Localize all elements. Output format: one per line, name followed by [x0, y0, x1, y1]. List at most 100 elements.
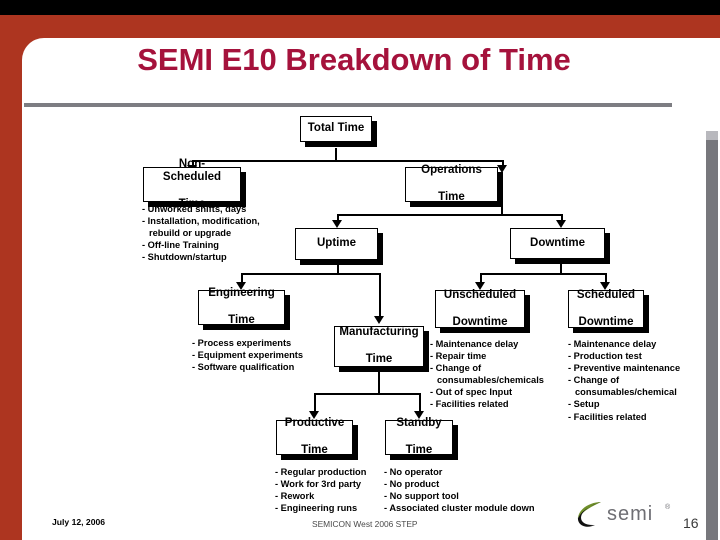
connector-to-manufacturing: [379, 273, 381, 318]
connector-to-productive: [314, 393, 316, 413]
node-unscheduled-downtime-line1: Unscheduled: [443, 288, 517, 301]
node-scheduled-downtime-line1: Scheduled: [576, 288, 636, 301]
arrow-unscheduled: [475, 282, 485, 290]
bullets-scheduled-downtime: - Maintenance delay - Production test - …: [568, 338, 680, 423]
node-total-time-line1: Total Time: [307, 122, 365, 135]
bullet-item: rebuild or upgrade: [149, 228, 232, 239]
connector-to-standby: [419, 393, 421, 413]
bullet-item: - Engineering runs: [275, 503, 358, 514]
top-black-band: [0, 0, 720, 15]
arrow-uptime: [332, 220, 342, 228]
semi-logo: semi ®: [575, 500, 673, 530]
node-productive-time-line2: Time: [301, 444, 328, 457]
node-engineering-time-line1: Engineering: [208, 287, 275, 300]
bullets-non-scheduled-time: - Unworked shifts, days - Installation, …: [142, 203, 260, 263]
semi-logo-mark: [577, 502, 601, 527]
node-total-time[interactable]: Total Time: [300, 116, 372, 142]
footer-center-text: SEMICON West 2006 STEP: [312, 519, 418, 529]
bullet-item: - Out of spec Input: [430, 387, 513, 398]
bullet-item: - Associated cluster module down: [384, 503, 535, 514]
arrow-downtime: [556, 220, 566, 228]
bullet-item: - Maintenance delay: [568, 339, 657, 349]
connector-to-unscheduled: [480, 273, 482, 284]
bullet-item: - No product: [384, 479, 440, 490]
connector-manufacturing-split: [315, 393, 420, 395]
node-standby-time-line2: Time: [405, 444, 433, 457]
node-manufacturing-time-line2: Time: [365, 353, 393, 366]
connector-to-operations: [502, 160, 504, 168]
connector-to-nonsched: [192, 160, 194, 168]
node-downtime[interactable]: Downtime: [510, 228, 605, 259]
bullet-item: - Installation, modification,: [142, 216, 260, 227]
bullet-item: - Production test: [568, 351, 642, 362]
arrow-manufacturing: [374, 316, 384, 324]
page-number: 16: [683, 515, 699, 531]
connector-to-uptime: [337, 214, 339, 223]
node-non-scheduled-time-line1: Non-Scheduled: [162, 157, 222, 184]
connector-to-downtime: [561, 214, 563, 223]
bullet-item: - Preventive maintenance: [568, 363, 681, 374]
node-standby-time[interactable]: Standby Time: [385, 417, 453, 457]
arrow-engineering: [236, 282, 246, 290]
connector-downtime-down: [560, 257, 562, 274]
node-uptime[interactable]: Uptime: [295, 228, 378, 260]
bullet-item: - Maintenance delay: [430, 339, 519, 349]
node-scheduled-downtime[interactable]: Scheduled Downtime: [568, 288, 644, 328]
bullet-item: - Change of: [430, 363, 482, 374]
bullets-engineering-time: - Process experiments - Equipment experi…: [192, 337, 303, 373]
right-scrollbar-thumb[interactable]: [706, 131, 718, 140]
node-downtime-line1: Downtime: [530, 236, 585, 249]
bullet-item: - Facilities related: [430, 399, 509, 410]
node-operations-time[interactable]: Operations Time: [405, 164, 498, 204]
bullets-productive-time: - Regular production - Work for 3rd part…: [275, 466, 366, 514]
connector-total-down: [335, 148, 337, 161]
node-engineering-time-line2: Time: [228, 314, 255, 327]
node-manufacturing-time[interactable]: Manufacturing Time: [334, 326, 424, 367]
semi-logo-trademark: ®: [665, 504, 671, 511]
node-engineering-time[interactable]: Engineering Time: [198, 287, 285, 327]
node-standby-time-line1: Standby: [396, 417, 442, 430]
right-scrollbar[interactable]: [706, 131, 718, 540]
node-non-scheduled-time-line2: Time: [178, 198, 206, 210]
arrow-productive: [309, 411, 319, 419]
bullet-item: consumables/chemicals: [437, 375, 544, 386]
node-productive-time[interactable]: Productive Time: [276, 417, 353, 457]
bullet-item: - Repair time: [430, 351, 487, 362]
bullet-item: - Work for 3rd party: [275, 479, 362, 490]
bullets-standby-time: - No operator - No product - No support …: [384, 466, 535, 514]
node-operations-time-line1: Operations: [421, 164, 482, 177]
connector-uptime-split: [242, 273, 381, 275]
connector-operations-split: [338, 214, 563, 216]
bullet-item: - Regular production: [275, 467, 367, 477]
node-uptime-line1: Uptime: [317, 237, 356, 250]
bullet-item: - No operator: [384, 467, 443, 477]
bullet-item: - Software qualification: [192, 362, 295, 373]
node-manufacturing-time-line1: Manufacturing: [339, 326, 419, 339]
bullet-item: - Setup: [568, 399, 600, 410]
arrow-standby: [414, 411, 424, 419]
bullet-item: - Process experiments: [192, 338, 292, 348]
connector-total-split: [193, 160, 503, 162]
arrow-operations: [497, 165, 507, 173]
connector-operations-down: [501, 198, 503, 215]
bullet-item: - Unworked shifts, days: [142, 204, 247, 214]
connector-to-engineering: [241, 273, 243, 284]
node-unscheduled-downtime-line2: Downtime: [452, 315, 508, 328]
connector-downtime-split: [481, 273, 607, 275]
connector-uptime-down: [337, 258, 339, 274]
bullets-unscheduled-downtime: - Maintenance delay - Repair time - Chan…: [430, 338, 544, 411]
bullet-item: - Rework: [275, 491, 315, 502]
node-scheduled-downtime-line2: Downtime: [578, 315, 634, 328]
bullet-item: - Equipment experiments: [192, 350, 304, 361]
connector-manufacturing-down: [378, 366, 380, 394]
node-unscheduled-downtime[interactable]: Unscheduled Downtime: [435, 288, 525, 328]
arrow-scheduled: [600, 282, 610, 290]
title-divider: [24, 103, 672, 107]
footer-date: July 12, 2006: [52, 517, 106, 527]
bullet-item: - Off-line Training: [142, 240, 219, 251]
bullet-item: - Facilities related: [568, 411, 647, 422]
bullet-item: consumables/chemical: [575, 387, 677, 398]
node-operations-time-line2: Time: [438, 191, 465, 204]
node-non-scheduled-time[interactable]: Non-Scheduled Time: [143, 158, 241, 210]
